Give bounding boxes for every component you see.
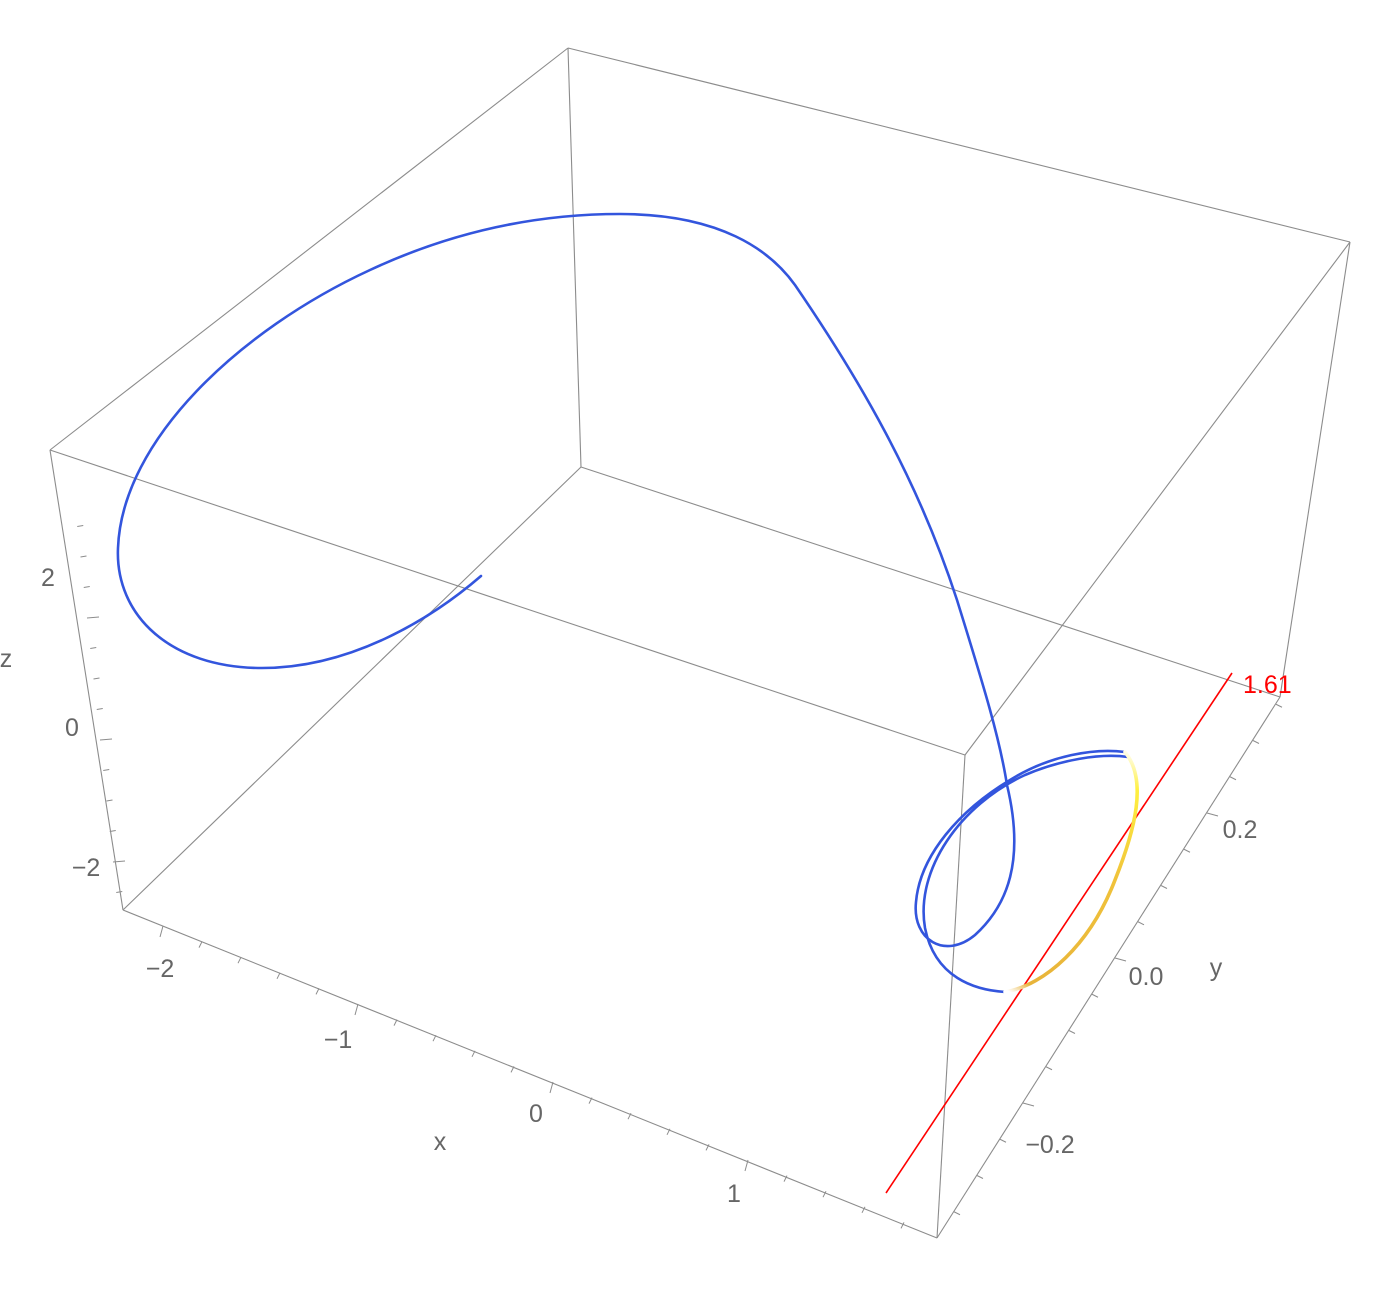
y-minor-tick: [1091, 993, 1099, 998]
z-tick-label: −2: [72, 854, 101, 882]
x-minor-tick: [276, 972, 281, 980]
annotation-label: 1.61: [1243, 671, 1292, 699]
bounding-box: [49, 47, 1351, 1239]
y-minor-tick: [953, 1211, 961, 1216]
z-tick-label: 0: [65, 714, 79, 742]
y-axis-label: y: [1210, 954, 1223, 982]
z-major-tick: [86, 616, 100, 619]
y-minor-tick: [1183, 848, 1191, 853]
x-tick-label: 0: [529, 1100, 543, 1128]
trajectory: [116, 212, 1139, 994]
x-minor-tick: [510, 1066, 515, 1073]
y-minor-tick: [1137, 921, 1145, 926]
z-minor-tick: [103, 769, 110, 771]
periodic-orbit: [1003, 750, 1139, 994]
x-minor-tick: [861, 1206, 866, 1214]
z-major-tick: [112, 860, 126, 863]
x-minor-tick: [198, 941, 203, 948]
x-major-tick: [744, 1159, 749, 1172]
x-major-tick: [159, 925, 164, 938]
y-tick-label: 0.2: [1223, 816, 1258, 844]
x-minor-tick: [315, 988, 320, 995]
y-major-tick: [1114, 957, 1127, 962]
x-minor-tick: [900, 1222, 905, 1229]
y-tick-label: 0.0: [1129, 963, 1164, 991]
z-major-tick: [99, 738, 113, 741]
z-minor-tick: [83, 586, 90, 588]
x-minor-tick: [783, 1175, 788, 1182]
z-minor-tick: [77, 525, 84, 527]
y-minor-tick: [976, 1175, 984, 1179]
x-minor-tick: [237, 956, 242, 964]
x-minor-tick: [822, 1190, 827, 1198]
x-minor-tick: [471, 1050, 476, 1058]
x-major-tick: [549, 1081, 554, 1094]
z-minor-tick: [96, 708, 103, 710]
z-minor-tick: [109, 830, 116, 832]
y-minor-tick: [1275, 703, 1283, 708]
x-minor-tick: [627, 1112, 632, 1120]
x-minor-tick: [432, 1034, 437, 1042]
y-major-tick: [1206, 812, 1219, 817]
y-minor-tick: [999, 1138, 1007, 1143]
z-minor-tick: [90, 647, 97, 649]
y-minor-tick: [1229, 776, 1237, 781]
y-minor-tick: [1160, 885, 1168, 889]
z-minor-tick: [106, 799, 113, 802]
x-major-tick: [354, 1003, 359, 1016]
x-axis-label: x: [434, 1128, 447, 1156]
y-tick-label: −0.2: [1025, 1131, 1074, 1159]
reference-line: [885, 672, 1233, 1194]
z-minor-tick: [93, 677, 100, 680]
axis-tick-labels: −2 −1 0 1 −0.2 0.0 0.2 −2 0 2: [41, 564, 1257, 1208]
z-minor-tick: [80, 555, 87, 558]
z-minor-tick: [116, 891, 123, 893]
x-minor-tick: [666, 1128, 671, 1136]
y-minor-tick: [1045, 1066, 1053, 1071]
x-minor-tick: [705, 1144, 710, 1151]
z-axis-label: z: [0, 645, 12, 673]
trajectory-curve: [116, 212, 1130, 994]
y-major-tick: [1022, 1102, 1035, 1107]
x-tick-label: −2: [146, 955, 175, 983]
x-minor-tick: [588, 1097, 593, 1104]
z-tick-label: 2: [41, 564, 55, 592]
x-minor-tick: [393, 1019, 398, 1026]
y-minor-tick: [1252, 740, 1260, 744]
x-tick-label: −1: [324, 1026, 353, 1054]
x-tick-label: 1: [727, 1180, 741, 1208]
y-minor-tick: [1068, 1030, 1076, 1034]
axis-ticks: [77, 525, 1283, 1229]
